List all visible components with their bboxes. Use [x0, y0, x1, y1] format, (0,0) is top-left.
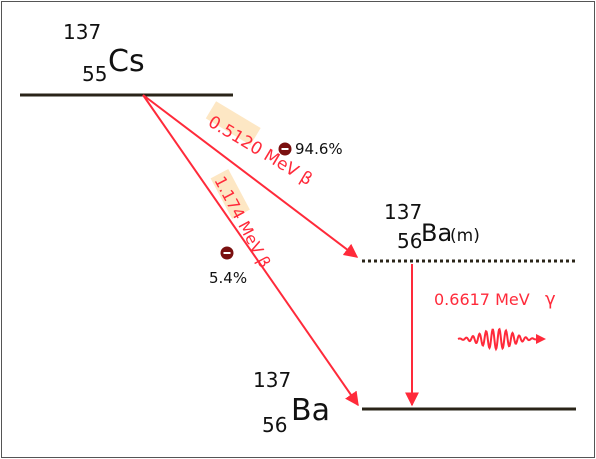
- cs-mass-number: 137: [63, 20, 101, 44]
- beta1-label-highlight: [205, 101, 261, 146]
- gamma-energy-label: 0.6617 MeV: [434, 290, 530, 309]
- beta1-arrow: [142, 94, 359, 258]
- cs-atomic-number: 55: [82, 62, 107, 86]
- gamma-symbol: γ: [545, 289, 556, 310]
- ba137m-label: 137 56 Ba (m): [384, 200, 480, 253]
- beta2-arrow: [142, 94, 359, 407]
- beta1-branching-percent: 94.6%: [295, 140, 343, 158]
- ba-m-atomic-number: 56: [397, 229, 422, 253]
- ba-atomic-number: 56: [262, 413, 287, 437]
- gamma-wave-arrowhead: [536, 334, 546, 344]
- beta2-label-highlight: [210, 168, 250, 219]
- ba137-label: 137 56 Ba: [253, 368, 330, 437]
- beta2-branching-percent: 5.4%: [209, 269, 247, 287]
- ba-symbol: Ba: [291, 393, 330, 428]
- ba-m-suffix: (m): [450, 226, 480, 246]
- electron-icon-2: [220, 246, 234, 260]
- ba-m-symbol: Ba: [421, 219, 452, 247]
- gamma-wave-icon: [457, 327, 537, 352]
- cs-symbol: Cs: [108, 44, 145, 79]
- cs137-label: 137 55 Cs: [63, 20, 145, 86]
- ba-m-mass-number: 137: [384, 200, 422, 224]
- ba-mass-number: 137: [253, 368, 291, 392]
- electron-icon-1: [278, 142, 292, 156]
